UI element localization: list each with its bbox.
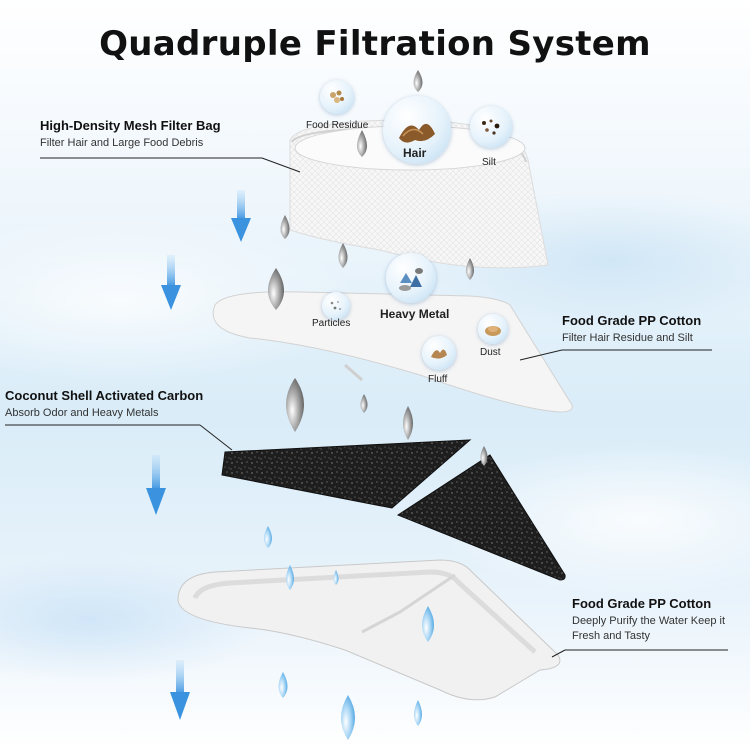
fluff-label: Fluff — [428, 374, 448, 385]
layer-1-label: High-Density Mesh Filter Bag Filter Hair… — [40, 118, 221, 151]
silt-icon — [470, 106, 512, 148]
water-drop-icon — [466, 258, 474, 280]
layer-2-label: Food Grade PP Cotton Filter Hair Residue… — [562, 313, 701, 346]
water-drop-icon — [360, 394, 368, 413]
pp-cotton-tray — [177, 559, 561, 701]
mesh-filter-bag — [289, 119, 549, 269]
water-drop-icon — [286, 565, 294, 590]
fluff-icon — [422, 336, 456, 370]
down-arrow-icon — [161, 255, 181, 310]
silt-label: Silt — [482, 157, 496, 168]
water-drop-icon — [403, 406, 413, 440]
water-drop-icon — [341, 695, 355, 740]
water-drop-icon — [286, 378, 304, 432]
down-arrow-icon — [146, 455, 166, 515]
down-arrow-icon — [170, 660, 190, 720]
water-drop-icon — [333, 570, 339, 585]
leader-line — [5, 424, 233, 451]
activated-carbon-left — [221, 439, 472, 509]
leader-line — [519, 349, 712, 361]
layer-2-subtitle: Filter Hair Residue and Silt — [562, 332, 693, 344]
dust-label: Dust — [480, 347, 501, 358]
particles-icon — [322, 292, 350, 320]
page-title: Quadruple Filtration System — [99, 24, 651, 64]
water-drop-icon — [422, 606, 434, 642]
leader-line — [40, 157, 301, 173]
hair-icon — [383, 96, 451, 164]
food-residue-label: Food Residue — [306, 120, 369, 131]
leader-line — [551, 649, 728, 658]
hair-label: Hair — [403, 146, 427, 160]
layer-4-label: Food Grade PP Cotton Deeply Purify the W… — [572, 596, 732, 644]
layer-1-title: High-Density Mesh Filter Bag — [40, 118, 221, 133]
layer-4-subtitle: Deeply Purify the Water Keep it Fresh an… — [572, 615, 726, 642]
particles-label: Particles — [312, 318, 351, 329]
heavy-metal-label: Heavy Metal — [380, 307, 450, 321]
layer-3-label: Coconut Shell Activated Carbon Absorb Od… — [5, 388, 203, 421]
water-drop-icon — [278, 672, 288, 698]
layer-3-title: Coconut Shell Activated Carbon — [5, 388, 204, 403]
water-drop-icon — [264, 526, 272, 548]
water-drop-icon — [280, 215, 290, 239]
down-arrow-icon — [231, 190, 251, 242]
heavy-metal-icon — [386, 253, 436, 303]
dust-icon — [478, 314, 508, 344]
food-residue-icon — [320, 80, 354, 114]
layer-4-title: Food Grade PP Cotton — [572, 596, 712, 611]
water-drop-icon — [338, 243, 348, 268]
water-drop-icon — [357, 130, 367, 157]
layer-1-subtitle: Filter Hair and Large Food Debris — [40, 137, 204, 149]
activated-carbon-right — [396, 454, 566, 581]
layer-2-title: Food Grade PP Cotton — [562, 313, 702, 328]
water-drop-icon — [413, 70, 423, 92]
water-drop-icon — [414, 700, 422, 726]
water-drop-icon — [268, 268, 284, 310]
layer-3-subtitle: Absorb Odor and Heavy Metals — [5, 407, 159, 419]
water-drop-icon — [480, 446, 488, 466]
